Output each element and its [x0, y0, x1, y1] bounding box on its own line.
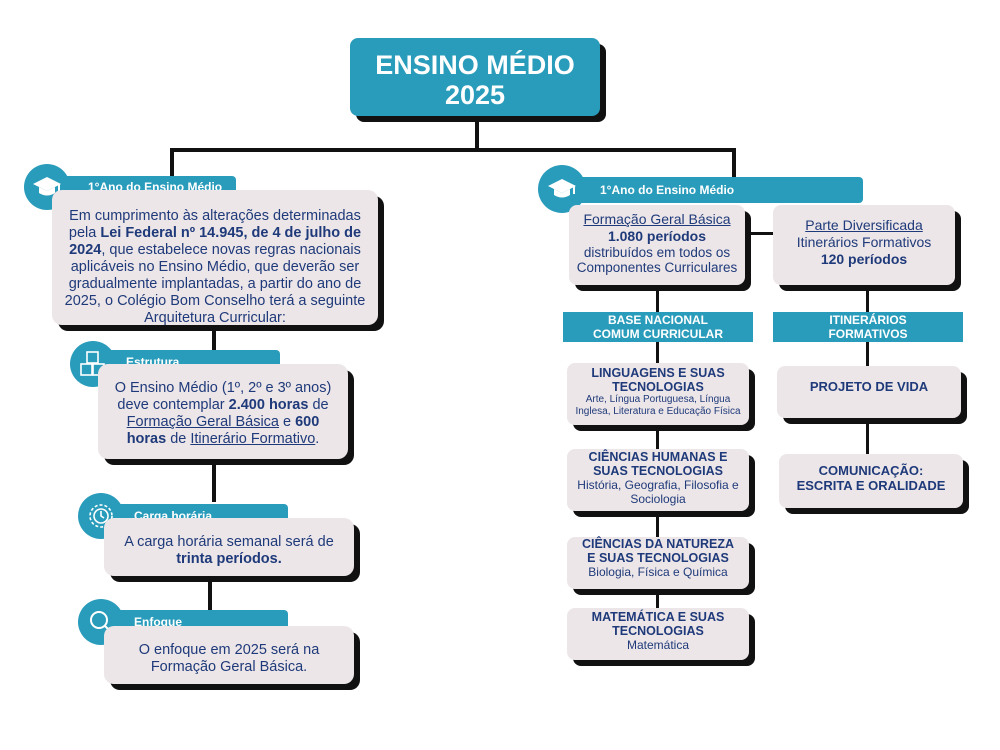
area-title: E SUAS TECNOLOGIAS	[587, 551, 729, 565]
intro-text: Em cumprimento às alterações determinada…	[64, 208, 366, 327]
area-subjects: Matemática	[626, 638, 690, 652]
projeto-vida-label: PROJETO DE VIDA	[809, 379, 929, 394]
area-card: LINGUAGENS E SUAS TECNOLOGIAS Arte, Líng…	[567, 363, 749, 425]
connector	[212, 462, 216, 502]
if-term: Itinerário Formativo	[190, 431, 316, 447]
pd-line: Itinerários Formativos	[796, 234, 932, 250]
itinerarios-band: ITINERÁRIOS FORMATIVOS	[773, 312, 963, 342]
bncc-line-2: COMUM CURRICULAR	[593, 327, 723, 341]
connector	[656, 512, 659, 538]
title-line-1: ENSINO MÉDIO	[375, 50, 575, 80]
connector	[212, 325, 216, 355]
estrutura-text-part: de	[166, 431, 191, 447]
fgb-card: Formação Geral Básica 1.080 períodos dis…	[569, 205, 745, 285]
intro-text-part: , que estabelece novas regras nacionais …	[64, 242, 366, 326]
fgb-title: Formação Geral Básica	[583, 211, 731, 227]
connector	[866, 418, 869, 456]
enfoque-label: Enfoque	[134, 615, 182, 629]
fgb-term: Formação Geral Básica	[126, 414, 279, 430]
connector	[866, 340, 869, 368]
area-subjects: História, Geografia, Filosofia e Sociolo…	[577, 478, 739, 506]
main-title: ENSINO MÉDIO 2025	[350, 38, 600, 116]
bncc-line-1: BASE NACIONAL	[607, 313, 708, 327]
estrutura-text-part: de	[308, 397, 329, 413]
carga-text: A carga horária semanal será de trinta p…	[114, 534, 344, 568]
estrutura-text-part: .	[315, 431, 320, 447]
law-reference: Lei Federal nº 14.945, de 4 de julho de …	[69, 225, 362, 258]
area-title: SUAS TECNOLOGIAS	[593, 464, 723, 478]
enfoque-text: O enfoque em 2025 será na Formação Geral…	[138, 642, 320, 675]
area-title: LINGUAGENS E SUAS	[591, 366, 725, 380]
connector	[866, 284, 869, 314]
itinerarios-line-1: ITINERÁRIOS	[829, 313, 907, 327]
area-card: CIÊNCIAS HUMANAS E SUAS TECNOLOGIAS Hist…	[567, 449, 749, 511]
carga-value: trinta períodos.	[176, 551, 282, 567]
fgb-periods: 1.080 períodos	[607, 228, 707, 244]
comunicacao-line-1: COMUNICAÇÃO:	[818, 463, 924, 478]
projeto-vida-card: PROJETO DE VIDA	[777, 366, 961, 418]
fgb-text: distribuídos em todos os Componentes Cur…	[576, 245, 738, 275]
connector	[170, 148, 174, 178]
graduation-cap-icon	[24, 164, 70, 210]
if-hours: 600 horas	[126, 414, 320, 447]
area-subjects: Arte, Língua Portuguesa, Língua Inglesa,…	[575, 394, 741, 417]
area-title: MATEMÁTICA E SUAS	[591, 610, 725, 624]
estrutura-card: O Ensino Médio (1º, 2º e 3º anos) deve c…	[98, 364, 348, 459]
enfoque-card: O enfoque em 2025 será na Formação Geral…	[104, 626, 354, 684]
comunicacao-line-2: ESCRITA E ORALIDADE	[796, 478, 946, 493]
carga-card: A carga horária semanal será de trinta p…	[104, 518, 354, 576]
title-line-2: 2025	[444, 80, 506, 110]
estrutura-text-part: e	[278, 414, 296, 430]
pd-card: Parte Diversificada Itinerários Formativ…	[773, 205, 955, 285]
carga-text-part: A carga horária semanal será de	[124, 534, 334, 550]
area-card: MATEMÁTICA E SUAS TECNOLOGIAS Matemática	[567, 608, 749, 660]
pd-periods: 120 períodos	[820, 251, 908, 267]
connector	[656, 284, 659, 314]
intro-text-part: Em cumprimento às alterações determinada…	[68, 208, 361, 241]
area-title: CIÊNCIAS DA NATUREZA	[581, 537, 735, 551]
bncc-band: BASE NACIONAL COMUM CURRICULAR	[563, 312, 753, 342]
intro-card: Em cumprimento às alterações determinada…	[52, 190, 378, 327]
connector	[732, 148, 736, 178]
itinerarios-line-2: FORMATIVOS	[828, 327, 908, 341]
pd-title: Parte Diversificada	[805, 217, 923, 233]
area-card: CIÊNCIAS DA NATUREZA E SUAS TECNOLOGIAS …	[567, 537, 749, 589]
fgb-hours: 2.400 horas	[228, 397, 309, 413]
estrutura-text-part: O Ensino Médio (1º, 2º e 3º anos) deve c…	[114, 380, 332, 413]
area-title: TECNOLOGIAS	[612, 624, 704, 638]
connector	[656, 425, 659, 449]
connector	[208, 578, 212, 610]
right-header-label: 1°Ano do Ensino Médio	[600, 183, 735, 197]
connector	[475, 118, 479, 150]
area-title: TECNOLOGIAS	[612, 380, 704, 394]
estrutura-text: O Ensino Médio (1º, 2º e 3º anos) deve c…	[108, 380, 338, 448]
area-subjects: Biologia, Física e Química	[588, 565, 728, 579]
connector	[656, 340, 659, 368]
comunicacao-card: COMUNICAÇÃO: ESCRITA E ORALIDADE	[779, 454, 963, 508]
right-header: 1°Ano do Ensino Médio	[570, 177, 863, 203]
connector	[170, 148, 736, 152]
area-title: CIÊNCIAS HUMANAS E	[588, 450, 728, 464]
connector	[742, 232, 776, 235]
connector	[656, 590, 659, 610]
